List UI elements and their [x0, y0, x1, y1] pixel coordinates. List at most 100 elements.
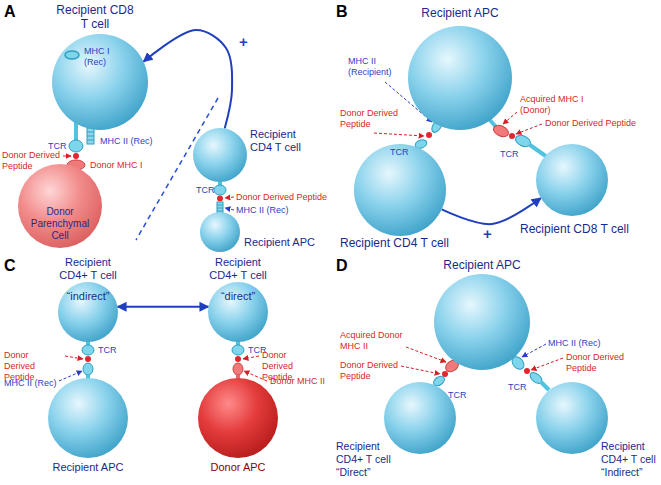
molecule-label: Donor MHC II [270, 376, 325, 387]
molecule-label: TCR [448, 390, 467, 401]
edge-label: + [482, 226, 493, 241]
sphere-outline [354, 144, 446, 236]
mhc-stripes [87, 128, 94, 140]
cell-label: Recipient APC [244, 236, 324, 249]
sphere-shape [536, 144, 608, 216]
cell-sphere: Recipient APC [408, 26, 512, 130]
molecule-label: TCR [508, 382, 527, 393]
cell-label: Recipient CD4 T cell [340, 236, 470, 250]
cell-label: Recipient CD4+ T cell [336, 440, 398, 465]
cell-sphere: Recipient CD4 T cell [193, 128, 247, 182]
molecule-label: MHC II (Rec) [4, 378, 57, 389]
panel-c-molecules [59, 340, 267, 381]
panel-letter: D [336, 256, 348, 275]
interaction-arrow [144, 30, 233, 128]
leader-line [63, 156, 71, 157]
cell-sphere: Recipient CD4+ T cell“Direct” [384, 382, 456, 454]
cell-sphere: Donor Parenchymal Cell [18, 164, 102, 248]
mhc-stalk [217, 202, 223, 213]
interaction-arrow [442, 198, 541, 224]
sphere-outline [536, 144, 608, 216]
tcr-stalk [530, 145, 547, 157]
cell-sphere: Recipient APC [434, 274, 530, 370]
cell-sphere: Recipient CD8 T cell [536, 144, 608, 216]
sphere-outline [18, 164, 102, 248]
cell-sphere: Recipient CD4 T cell [354, 144, 446, 236]
sphere-outline [52, 34, 148, 130]
cell-label: Recipient CD8 T cell [520, 222, 650, 236]
peptide-dot [73, 153, 79, 159]
cell-label: Recipient CD4+ T cell [205, 256, 271, 282]
cell-label: “indirect” [55, 290, 121, 303]
cell-label: “Direct” [336, 466, 398, 479]
tcr-receptor [82, 345, 94, 355]
cell-label: “Indirect” [601, 466, 659, 479]
molecule-label: Donor Derived Peptide [4, 350, 62, 382]
sphere-outline [384, 382, 456, 454]
molecule-label: TCR [98, 345, 117, 356]
interaction-arrow [118, 306, 209, 308]
sphere-outline [408, 26, 512, 130]
molecule-label: TCR [500, 149, 519, 160]
peptide-dot [426, 132, 432, 138]
cell-label: Recipient APC [422, 258, 542, 272]
leader-line [503, 112, 517, 124]
panel-letter: C [4, 256, 16, 275]
leader-line [374, 133, 424, 136]
sphere-shape [408, 26, 512, 130]
cell-sphere: Recipient APC [200, 212, 240, 252]
cell-label: Recipient CD4+ T cell [55, 256, 121, 282]
cell-label: Recipient APC [38, 461, 138, 474]
molecule-label: Donor MHC I [90, 160, 143, 171]
cell-sphere: Donor APC [198, 378, 278, 458]
molecule-label: MHC II (Rec) [236, 205, 289, 216]
cell-sphere: Recipient CD4+ T cell“Indirect” [536, 382, 608, 454]
molecule-label: MHC II (Rec) [100, 136, 153, 147]
leader-line [225, 208, 234, 210]
leader-line [243, 356, 259, 359]
peptide-dot [85, 356, 91, 362]
molecule-label: TCR [390, 147, 409, 158]
mhc-molecule [233, 363, 243, 375]
sphere-shape [193, 128, 247, 182]
cell-sphere: Recipient APC [48, 378, 128, 458]
molecule-label: Acquired MHC I (Donor) [520, 94, 600, 116]
leader-line [401, 366, 440, 374]
molecule-label: Donor Derived Peptide [566, 352, 628, 374]
sphere-shape [434, 274, 530, 370]
molecule-label: Donor Derived Peptide [2, 150, 64, 172]
sphere-shape [200, 212, 240, 252]
molecule-label: Donor Derived Peptide [236, 192, 327, 203]
mhc-molecule [65, 51, 79, 59]
sphere-shape [48, 378, 128, 458]
peptide-dot [235, 356, 241, 362]
cell-label: “direct” [205, 290, 271, 303]
molecule-label: Donor Derived Peptide [340, 108, 402, 130]
sphere-outline [200, 212, 240, 252]
tcr-stalk [541, 382, 549, 390]
peptide-dot [217, 196, 223, 202]
edge-label: + [238, 34, 249, 49]
molecule-label: TCR [196, 185, 215, 196]
leader-line [65, 356, 83, 359]
mhc-stripes [217, 205, 223, 211]
peptide-dot [442, 371, 448, 377]
sphere-shape [384, 382, 456, 454]
leader-line [522, 344, 546, 357]
sphere-outline [193, 128, 247, 182]
leader-line [531, 358, 563, 370]
sphere-outline [434, 274, 530, 370]
leader-line [516, 124, 542, 134]
tcr-receptor [232, 345, 244, 355]
sphere-outline [48, 378, 128, 458]
sphere-shape [536, 382, 608, 454]
molecule-label: Donor Derived Peptide [545, 118, 636, 129]
mhc-molecule [492, 123, 511, 139]
molecule-label: MHC I (Rec) [84, 46, 124, 68]
molecule-label: MHC II (Recipient) [348, 56, 408, 78]
sphere-shape [198, 378, 278, 458]
cell-label: Recipient CD8 T cell [53, 3, 137, 32]
